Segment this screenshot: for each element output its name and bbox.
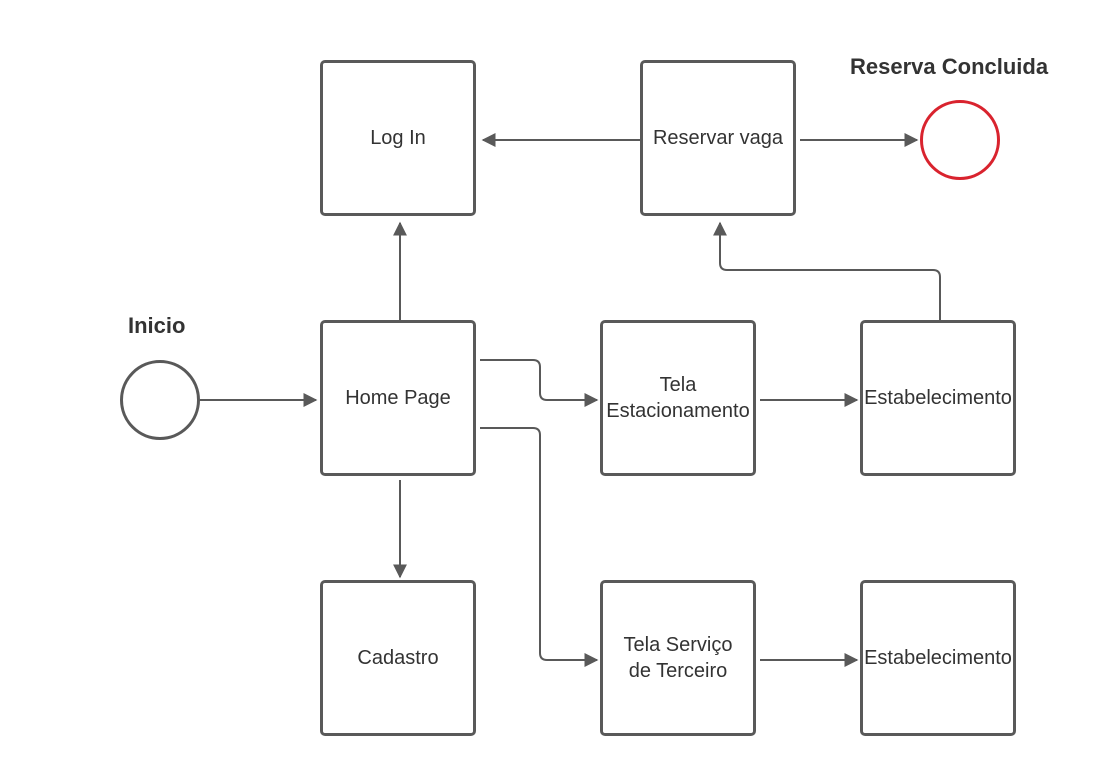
edge-estab1-to-reservar [713, 221, 941, 320]
login-node: Log In [320, 60, 476, 216]
tela-servico-terceiro-node: Tela Serviço de Terceiro [600, 580, 756, 736]
estabelecimento-node-top: Estabelecimento [860, 320, 1016, 476]
estabelecimento-node-bottom: Estabelecimento [860, 580, 1016, 736]
tela-estacionamento-node: Tela Estacionamento [600, 320, 756, 476]
reservar-vaga-node: Reservar vaga [640, 60, 796, 216]
start-node [120, 360, 200, 440]
edge-home-to-estacionamento [480, 359, 599, 407]
edge-home-to-servico [480, 427, 599, 667]
cadastro-node: Cadastro [320, 580, 476, 736]
home-page-node: Home Page [320, 320, 476, 476]
end-label: Reserva Concluida [850, 54, 1049, 79]
end-node [920, 100, 1000, 180]
start-label: Inicio [128, 313, 186, 338]
